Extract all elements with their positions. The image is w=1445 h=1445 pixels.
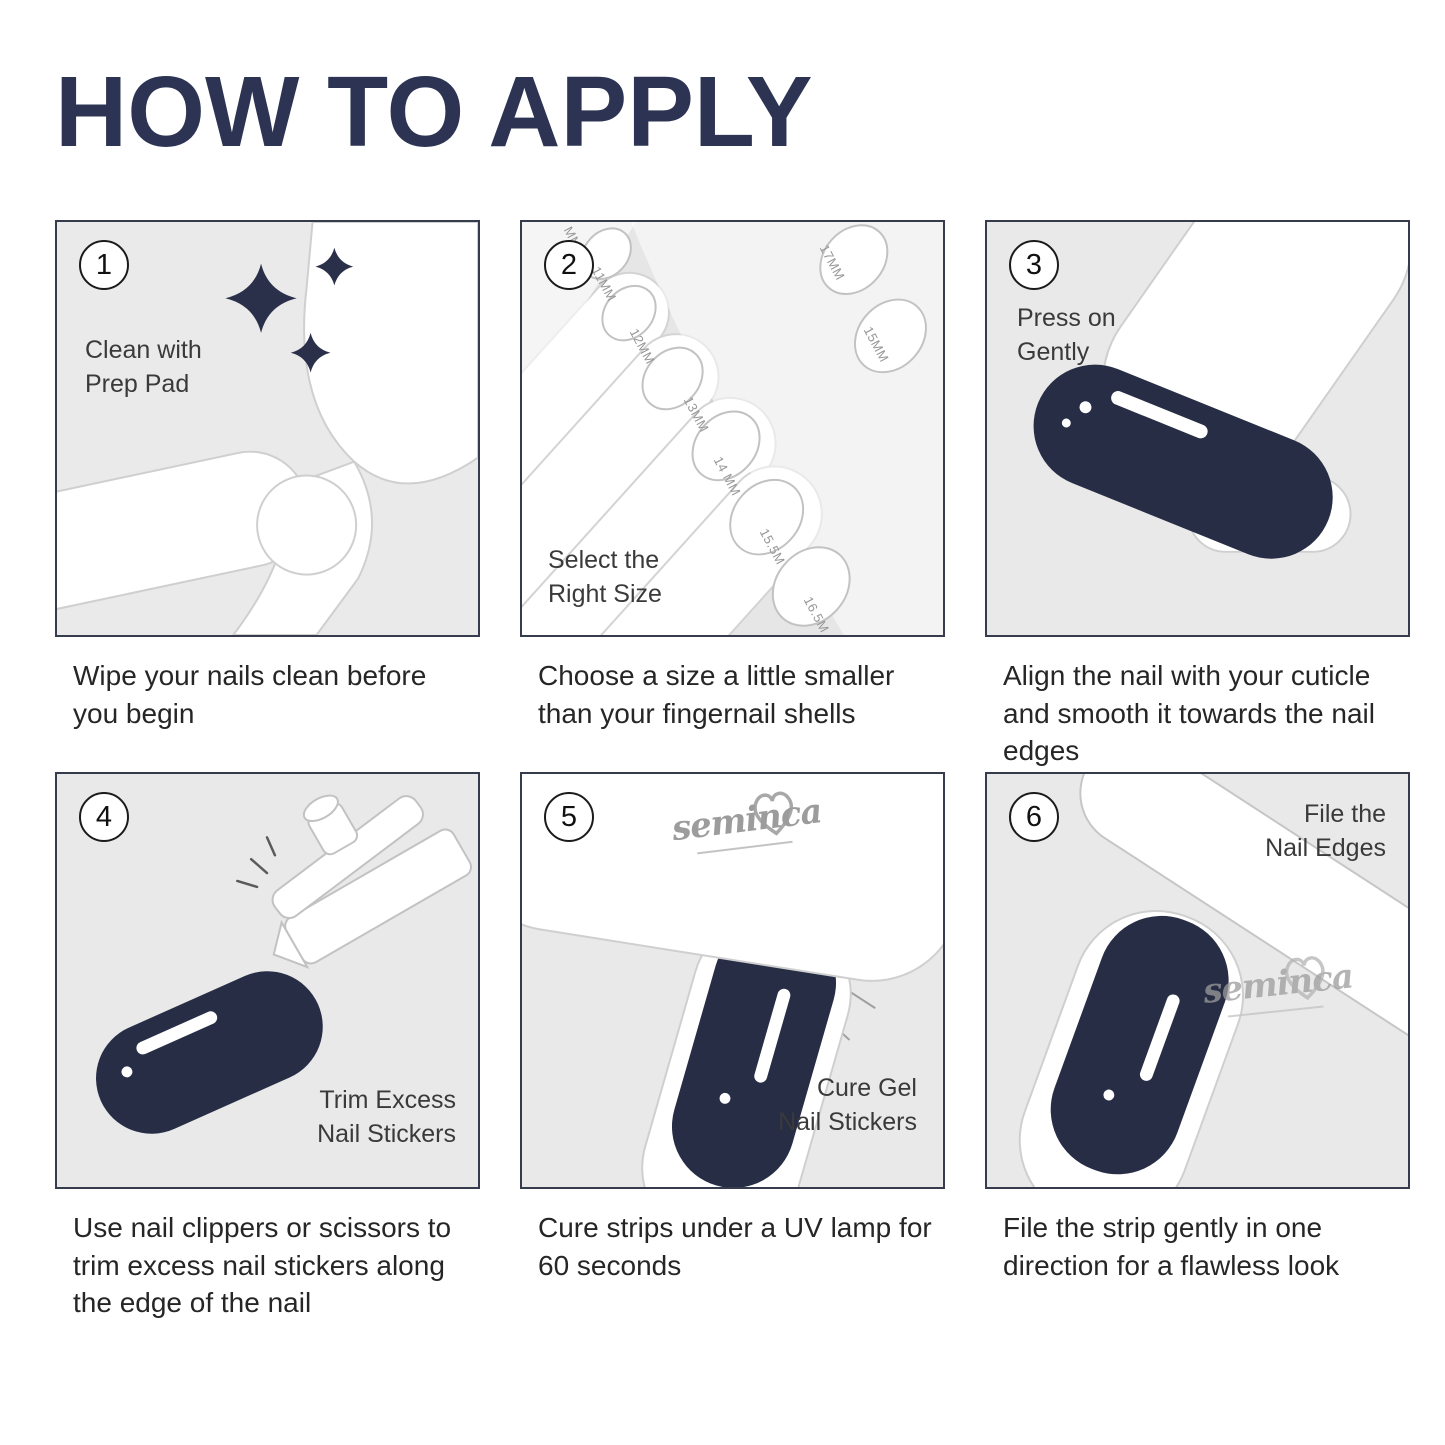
heart-icon — [753, 791, 793, 836]
step-number: 6 — [1009, 792, 1059, 842]
step-5: seminca 5 Cure Gel Nail Stickers Cure st… — [520, 772, 945, 1324]
step-caption: Use nail clippers or scissors to trim ex… — [73, 1212, 452, 1319]
steps-grid: 1 Clean with Prep Pad Wipe your nails cl… — [55, 220, 1410, 1324]
step-inner-label: Select the Right Size — [548, 546, 662, 608]
heart-icon — [1284, 956, 1325, 1001]
step-inner-label: Press on Gently — [1017, 304, 1116, 366]
step-number: 5 — [544, 792, 594, 842]
trim-illustration — [57, 774, 478, 1187]
step-3: 3 Press on Gently Align the nail with yo… — [985, 220, 1410, 772]
size-chart-illustration — [522, 222, 943, 635]
step-2: MM 11MM 12MM 13MM 14 MM 15.5M 16.5M 17MM… — [520, 220, 945, 772]
step-2-box: MM 11MM 12MM 13MM 14 MM 15.5M 16.5M 17MM… — [520, 220, 945, 637]
uv-lamp-illustration — [522, 774, 943, 1187]
seminca-logo: seminca — [670, 791, 829, 889]
step-caption: Wipe your nails clean before you begin — [73, 660, 427, 729]
step-number: 2 — [544, 240, 594, 290]
step-inner-label: Clean with Prep Pad — [85, 336, 202, 398]
how-to-apply-page: HOW TO APPLY 1 Clean with Prep P — [55, 56, 1410, 1324]
seminca-watermark: seminca — [1201, 956, 1359, 1051]
step-4-box: 4 Trim Excess Nail Stickers — [55, 772, 480, 1189]
prep-pad-illustration — [57, 222, 478, 635]
step-number: 1 — [79, 240, 129, 290]
step-5-box: seminca 5 Cure Gel Nail Stickers — [520, 772, 945, 1189]
step-inner-label: Cure Gel Nail Stickers — [778, 1074, 917, 1136]
page-title: HOW TO APPLY — [55, 56, 813, 168]
step-caption: Cure strips under a UV lamp for 60 secon… — [538, 1212, 932, 1281]
step-inner-label: File the Nail Edges — [1265, 800, 1386, 862]
press-on-illustration — [987, 222, 1408, 635]
step-1-box: 1 Clean with Prep Pad — [55, 220, 480, 637]
step-caption: File the strip gently in one direction f… — [1003, 1212, 1340, 1281]
step-6-box: seminca 6 File the Nail Edges — [985, 772, 1410, 1189]
step-4: 4 Trim Excess Nail Stickers Use nail cli… — [55, 772, 480, 1324]
step-6: seminca 6 File the Nail Edges File the s… — [985, 772, 1410, 1324]
file-illustration — [987, 774, 1408, 1187]
step-number: 3 — [1009, 240, 1059, 290]
step-number: 4 — [79, 792, 129, 842]
step-caption: Choose a size a little smaller than your… — [538, 660, 895, 729]
step-3-box: 3 Press on Gently — [985, 220, 1410, 637]
step-1: 1 Clean with Prep Pad Wipe your nails cl… — [55, 220, 480, 772]
step-inner-label: Trim Excess Nail Stickers — [317, 1086, 456, 1148]
step-caption: Align the nail with your cuticle and smo… — [1003, 660, 1375, 767]
